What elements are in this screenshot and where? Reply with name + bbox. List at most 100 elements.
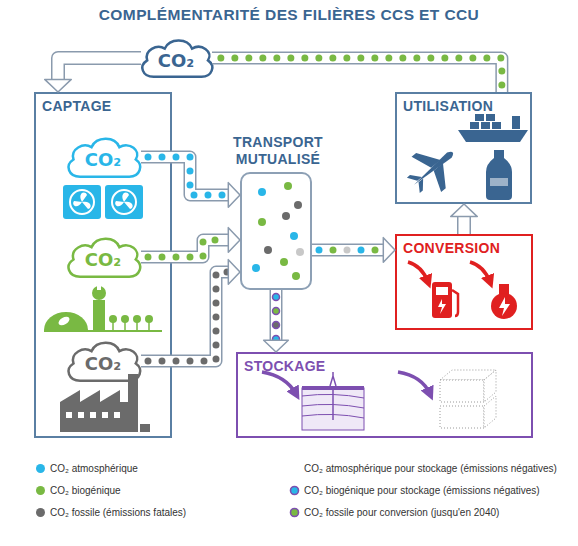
co2-particle <box>280 258 288 266</box>
biogas-icon <box>145 315 153 323</box>
co2-particle <box>212 58 502 92</box>
ship-icon <box>512 116 520 129</box>
box-heading: TRANSPORT MUTUALISÉ <box>216 134 340 168</box>
biogas-icon <box>112 322 114 331</box>
co2-particle <box>282 212 290 220</box>
biogas-icon <box>44 312 88 330</box>
capture-box: CAPTAGECO₂CO₂CO₂ <box>34 92 172 438</box>
fan-icon <box>63 185 101 219</box>
connector-band <box>58 58 141 79</box>
co2-particle <box>290 232 298 240</box>
fan-icon <box>63 185 143 219</box>
storage-icon <box>330 372 336 386</box>
co2-particle <box>296 248 304 256</box>
storage-icon <box>398 372 430 394</box>
bottle-icon <box>486 150 512 200</box>
connector-band <box>141 157 228 195</box>
biogas-icon <box>121 315 129 323</box>
biogas-icon <box>92 286 106 300</box>
bottle-icon <box>486 150 512 200</box>
cloud-label: CO₂ <box>136 52 216 70</box>
connector-arrowhead <box>228 183 240 208</box>
legend-swatch <box>290 508 299 517</box>
ship-icon <box>470 122 479 129</box>
fan-icon <box>115 193 132 209</box>
legend-text: CO₂ atmosphérique <box>50 462 286 475</box>
legend-item: CO₂ atmosphérique pour stockage (émissio… <box>290 462 576 475</box>
conversion-box: CONVERSION <box>395 234 533 330</box>
fan-icon <box>70 190 94 214</box>
connector-arrowhead <box>451 204 478 217</box>
ship-icon <box>475 114 484 121</box>
factory-icon <box>90 412 96 418</box>
storage-icon <box>262 372 296 394</box>
fan-icon <box>105 185 143 219</box>
co2-particle <box>141 240 228 257</box>
co2-cloud: CO₂ <box>62 134 144 180</box>
co2-particle <box>312 247 383 254</box>
diagram-title: COMPLÉMENTARITÉ DES FILIÈRES CCS ET CCU <box>0 6 578 24</box>
co2-particle <box>141 272 228 361</box>
legend-item: CO₂ biogénique pour stockage (émissions … <box>290 484 576 497</box>
factory-icon <box>66 412 72 418</box>
legend-text: CO₂ biogénique pour stockage (émissions … <box>304 484 576 497</box>
conversion-icon <box>470 262 490 282</box>
legend-ring-sample <box>291 509 299 517</box>
conversion-icon <box>499 284 509 296</box>
conversion-icon <box>491 293 517 319</box>
box-heading: CONVERSION <box>403 240 500 256</box>
plane-icon <box>407 170 429 193</box>
co2-particle <box>292 272 300 280</box>
ship-icon <box>486 114 495 121</box>
connector-band <box>212 58 502 92</box>
storage-icon <box>440 406 484 428</box>
plane-icon <box>399 135 468 203</box>
biogas-icon <box>44 286 162 331</box>
storage-icon <box>484 370 496 402</box>
connector-band <box>457 217 471 234</box>
legend-swatch <box>36 508 45 517</box>
legend-swatch <box>36 464 45 473</box>
connector-band <box>459 217 470 234</box>
connector-band <box>141 157 228 195</box>
factory-icon <box>140 424 150 432</box>
biogas-icon <box>133 315 141 323</box>
conversion-icon <box>438 299 446 314</box>
legend-swatch <box>36 486 45 495</box>
storage-icon <box>440 380 484 402</box>
co2-cloud: CO₂ <box>62 338 144 384</box>
cloud-label: CO₂ <box>62 355 144 373</box>
co2-particle <box>141 157 228 195</box>
biogas-icon <box>44 330 162 332</box>
co2-particle <box>252 264 260 272</box>
flow-connector <box>141 260 240 361</box>
connector-band <box>212 58 502 92</box>
co2-particle <box>284 182 292 190</box>
factory-icon <box>102 412 108 418</box>
connector-band <box>58 58 141 79</box>
connector-band <box>312 244 383 257</box>
ship-icon <box>481 122 490 129</box>
box-heading: UTILISATION <box>403 98 493 114</box>
connector-band <box>270 290 283 340</box>
flow-connector <box>141 157 240 207</box>
connector-arrowhead <box>228 260 240 285</box>
storage-icon <box>302 386 364 390</box>
co2-particle <box>312 247 383 254</box>
conversion-icon <box>408 262 517 319</box>
co2-particle <box>312 247 383 254</box>
storage-box: STOCKAGE <box>236 352 533 438</box>
plane-icon <box>412 150 455 188</box>
box-heading: STOCKAGE <box>244 358 326 374</box>
conversion-icon <box>452 290 458 316</box>
bottle-icon <box>490 178 508 186</box>
co2-particle <box>294 201 302 209</box>
legend-text: CO₂ fossile (émissions fatales) <box>50 506 286 519</box>
plane-icon <box>412 144 457 192</box>
flow-connector <box>212 58 502 92</box>
legend-text: CO₂ fossile pour conversion (jusqu'en 20… <box>304 506 576 519</box>
box-heading: CAPTAGE <box>42 98 112 114</box>
biogas-icon <box>109 315 117 323</box>
ship-icon <box>458 114 528 142</box>
